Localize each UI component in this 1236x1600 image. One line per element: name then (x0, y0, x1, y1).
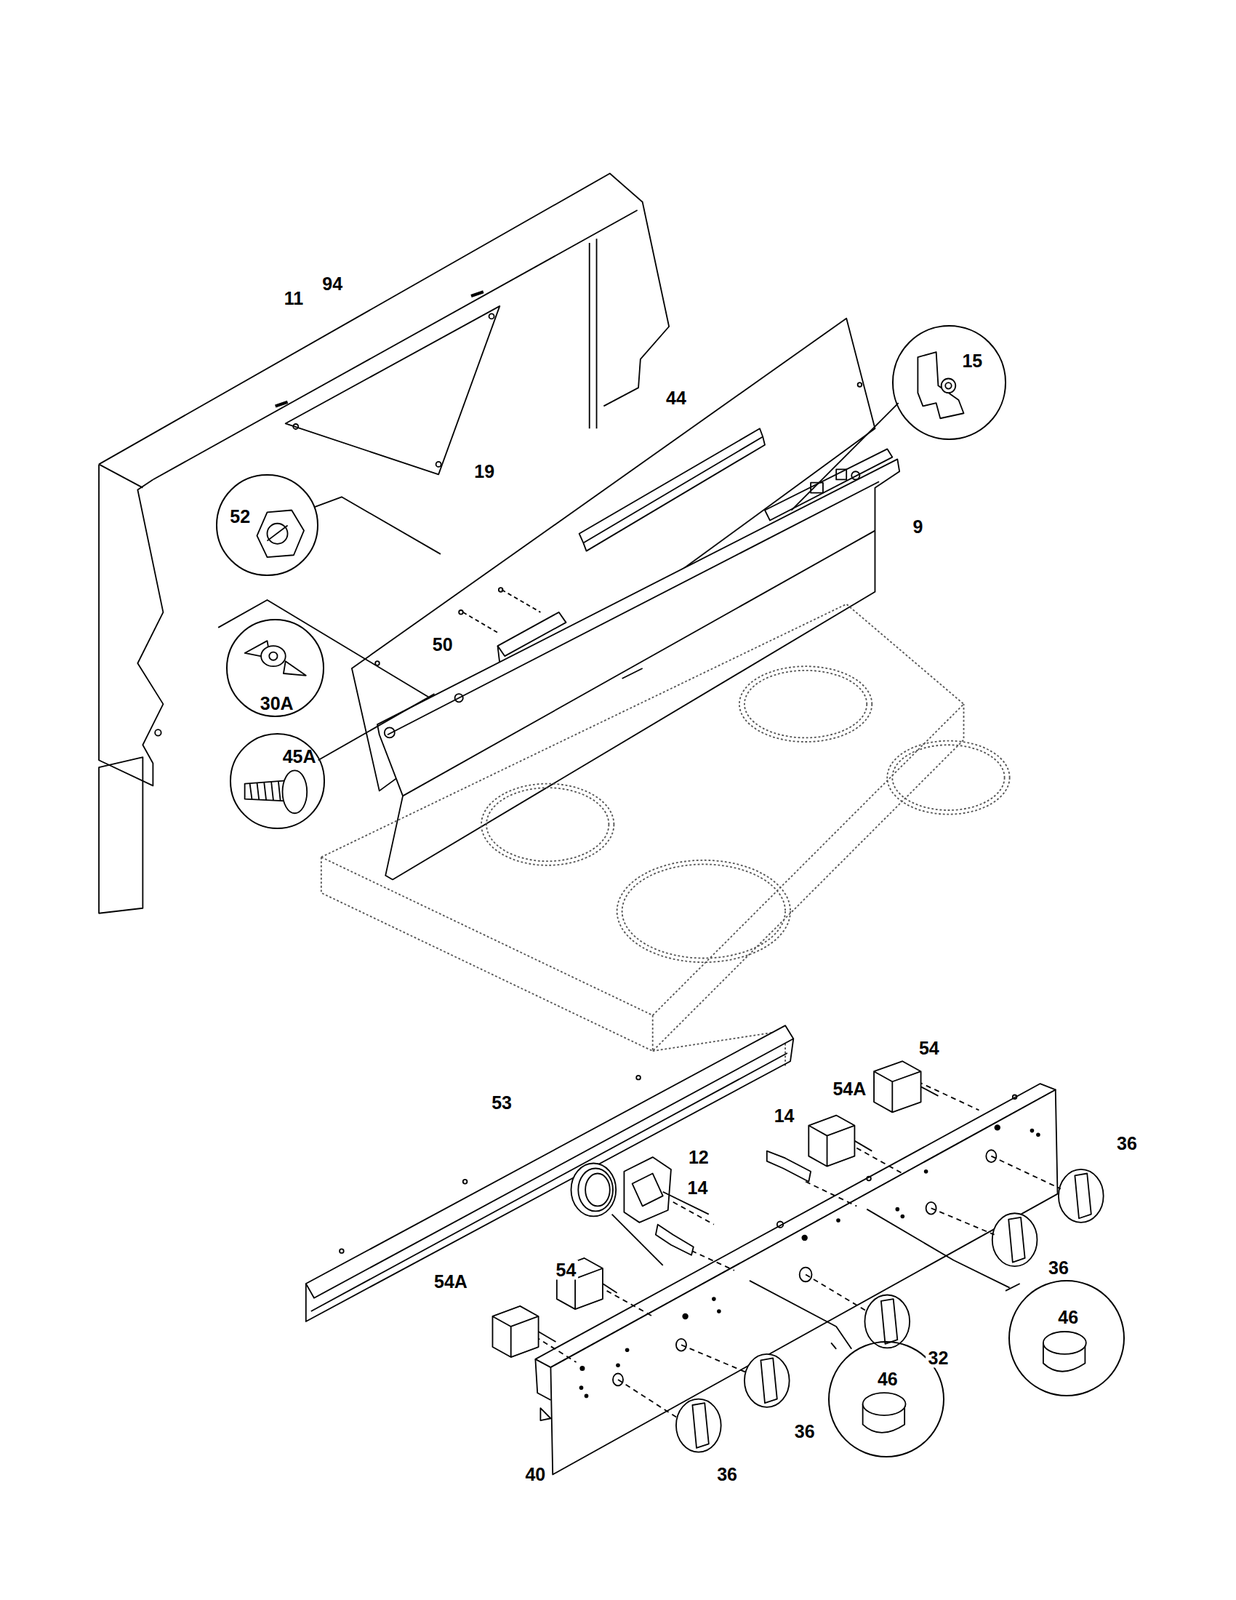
callout-number: 36 (714, 1463, 740, 1484)
callout-number: 19 (471, 461, 497, 482)
callout-number: 45A (280, 745, 319, 766)
leader-line (831, 1342, 837, 1348)
callout-number: 54 (554, 1259, 579, 1280)
callout-circle: 30A (226, 618, 325, 717)
callout-number: 52 (227, 506, 253, 527)
callout-circle: 46 (1008, 1279, 1125, 1396)
callout-circle: 52 (215, 474, 318, 576)
callout-number: 94 (319, 273, 345, 294)
callout-number: 54 (916, 1037, 942, 1058)
callout-number: 30A (258, 693, 296, 714)
callout-number: 54A (431, 1270, 470, 1291)
callout-number: 44 (663, 388, 689, 408)
callout-number: 32 (926, 1347, 951, 1367)
callout-number: 36 (1046, 1257, 1071, 1278)
callout-number: 14 (684, 1177, 710, 1197)
leader-line (1005, 1283, 1021, 1291)
callout-circle: 15 (892, 324, 1007, 440)
callout-number: 46 (1055, 1307, 1081, 1327)
callout-number: 12 (686, 1146, 712, 1167)
callout-number: 14 (772, 1105, 797, 1126)
callout-number: 11 (282, 287, 306, 308)
callout-number: 50 (430, 634, 456, 655)
callout-number: 9 (910, 516, 925, 536)
callout-number: 36 (1114, 1133, 1140, 1154)
callout-number: 36 (792, 1420, 818, 1441)
callout-circle: 45A (229, 732, 326, 829)
callout-number: 54A (830, 1078, 869, 1098)
callout-number: 46 (875, 1368, 901, 1388)
callout-number: 40 (522, 1463, 548, 1484)
callout-number: 15 (959, 350, 985, 371)
callout-number: 53 (489, 1092, 515, 1113)
